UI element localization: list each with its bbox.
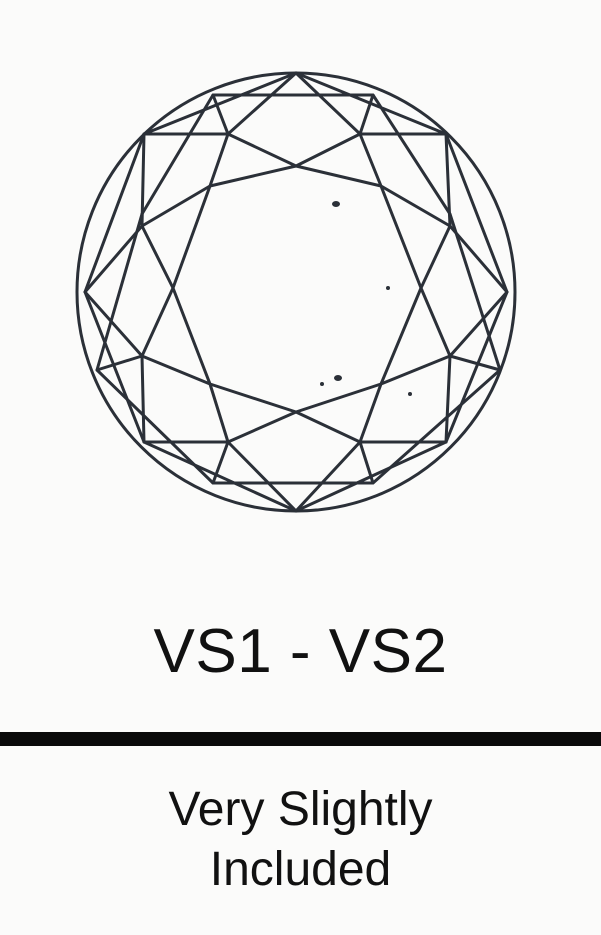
inclusion-dot bbox=[334, 375, 342, 381]
inclusion-dot bbox=[320, 382, 324, 386]
clarity-grade-label: VS1 - VS2 bbox=[153, 617, 448, 686]
star-square-1 bbox=[83, 71, 509, 513]
inclusion-dot bbox=[408, 392, 412, 396]
star-square-2 bbox=[95, 93, 502, 485]
description-line-2: Included bbox=[209, 843, 392, 896]
star-facet-lines bbox=[140, 132, 452, 444]
divider-bar bbox=[0, 732, 601, 746]
table-facet bbox=[171, 164, 423, 414]
diamond-diagram bbox=[75, 71, 517, 513]
description-line-1: Very Slightly bbox=[168, 783, 433, 836]
inclusion-dot bbox=[386, 286, 390, 290]
inclusion-dot bbox=[332, 201, 340, 207]
clarity-description: Very Slightly Included bbox=[0, 780, 601, 900]
